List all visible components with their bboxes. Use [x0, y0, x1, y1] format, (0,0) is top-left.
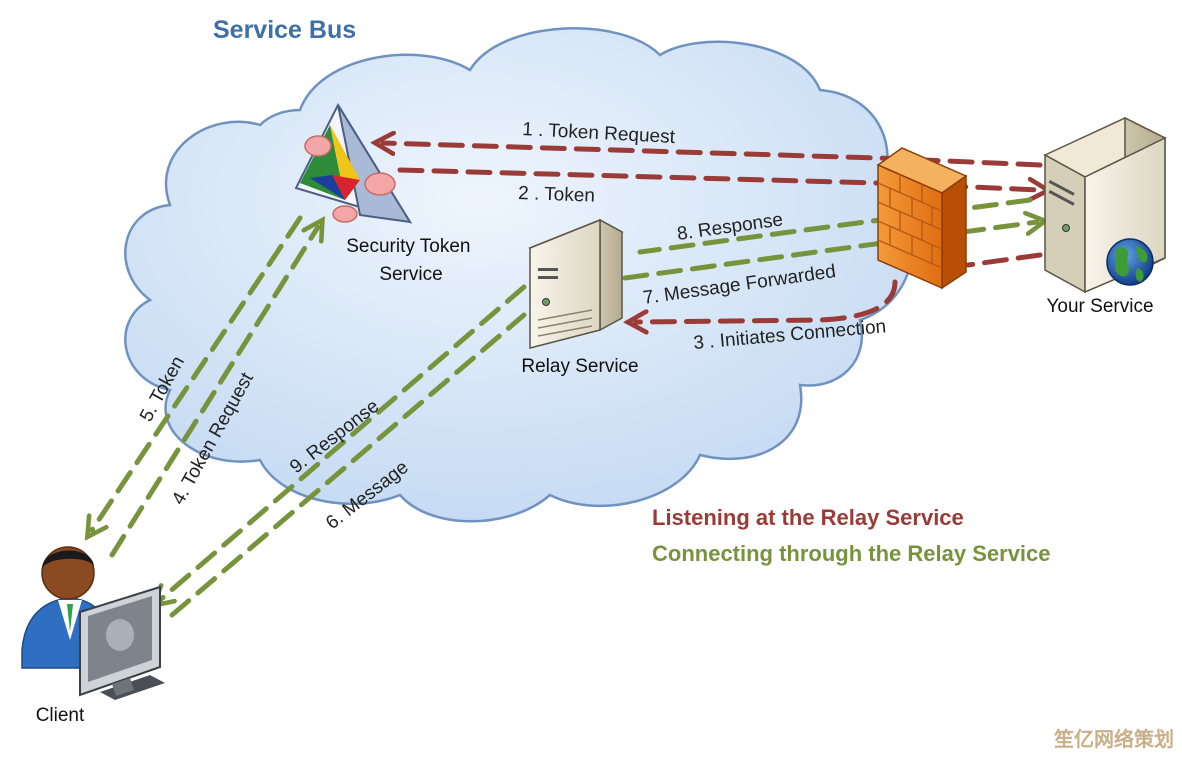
firewall-icon — [876, 147, 968, 290]
flow-initiates-connection — [636, 252, 1043, 322]
flow-response-client — [160, 284, 527, 600]
flow-token-request-client — [109, 227, 318, 558]
legend-connecting: Connecting through the Relay Service — [652, 541, 1051, 566]
flow-token-request — [383, 143, 1043, 168]
legend-listening: Listening at the Relay Service — [652, 505, 964, 530]
relay-service-label: Relay Service — [521, 356, 638, 377]
flow-token-to-client — [92, 215, 303, 530]
flow-message-forwarded — [622, 222, 1037, 281]
relay-server-icon — [528, 218, 624, 349]
client-label: Client — [36, 705, 85, 726]
sts-label-line1: Security Token — [346, 236, 470, 257]
sts-label-line2: Service — [379, 264, 442, 285]
step-2-label: 2 . Token — [518, 183, 595, 207]
flow-message-client — [169, 312, 527, 618]
security-token-service-label: Security Token Service — [346, 236, 476, 285]
your-service-label: Your Service — [1046, 296, 1153, 317]
watermark: 笙亿网络策划 — [1053, 727, 1174, 751]
globe-icon — [1106, 238, 1154, 286]
security-token-icon — [294, 102, 413, 224]
monitor-icon — [79, 585, 165, 700]
diagram-title: Service Bus — [213, 16, 356, 44]
service-server-icon — [1043, 116, 1167, 294]
